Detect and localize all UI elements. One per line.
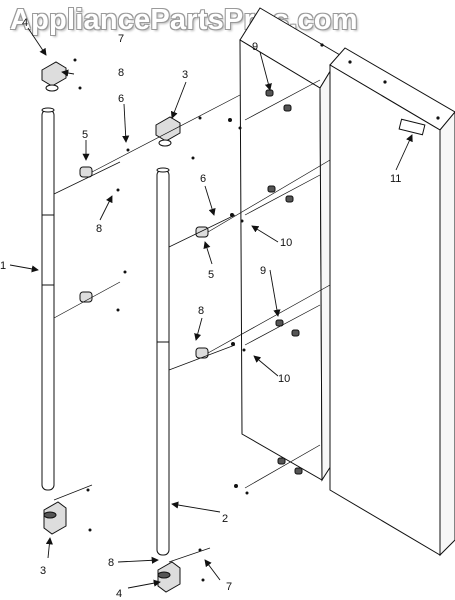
callout-8-right: 8: [198, 305, 204, 317]
handle-tube-left: [41, 107, 55, 491]
end-caps: [41, 61, 181, 593]
callout-1: 1: [0, 260, 6, 272]
callout-6-right: 6: [200, 173, 206, 185]
callout-5-left: 5: [82, 129, 88, 141]
callout-11: 11: [390, 173, 401, 185]
callout-10-mid: 10: [278, 373, 290, 385]
left-door-face: [239, 39, 323, 481]
callout-3-top: 3: [182, 69, 188, 81]
door-screws: [265, 89, 303, 475]
callout-2: 2: [222, 513, 228, 525]
callout-7-top: 7: [118, 33, 124, 45]
callout-4-top: 4: [22, 17, 28, 29]
callout-9-top: 9: [252, 41, 258, 53]
callout-9-mid: 9: [260, 265, 266, 277]
door-panels: [239, 7, 455, 557]
callout-3-bottom: 3: [40, 565, 46, 577]
right-door-face: [329, 64, 441, 556]
callout-labels: 4 7 8 6 5 8 1 3 6 5 8 9 10 9 10 11 3 2 8…: [0, 17, 401, 600]
door-holes: [320, 43, 440, 120]
callout-8-bottom: 8: [108, 557, 114, 569]
assembly-lines: [53, 79, 331, 563]
callout-8-left: 8: [96, 223, 102, 235]
standoffs: [79, 166, 209, 359]
callout-6-left: 6: [118, 93, 124, 105]
callout-4-bottom: 4: [116, 588, 122, 600]
handle-badge: [398, 118, 426, 136]
watermark: AppliancePartsPros.com: [10, 4, 358, 36]
right-door-edge: [439, 111, 455, 557]
callout-8-top: 8: [118, 67, 124, 79]
callout-10-top: 10: [280, 237, 292, 249]
leader-arrows: [9, 27, 413, 589]
handle-tube-right: [156, 167, 170, 556]
callout-5-right: 5: [208, 269, 214, 281]
callout-7-bottom: 7: [226, 581, 232, 593]
